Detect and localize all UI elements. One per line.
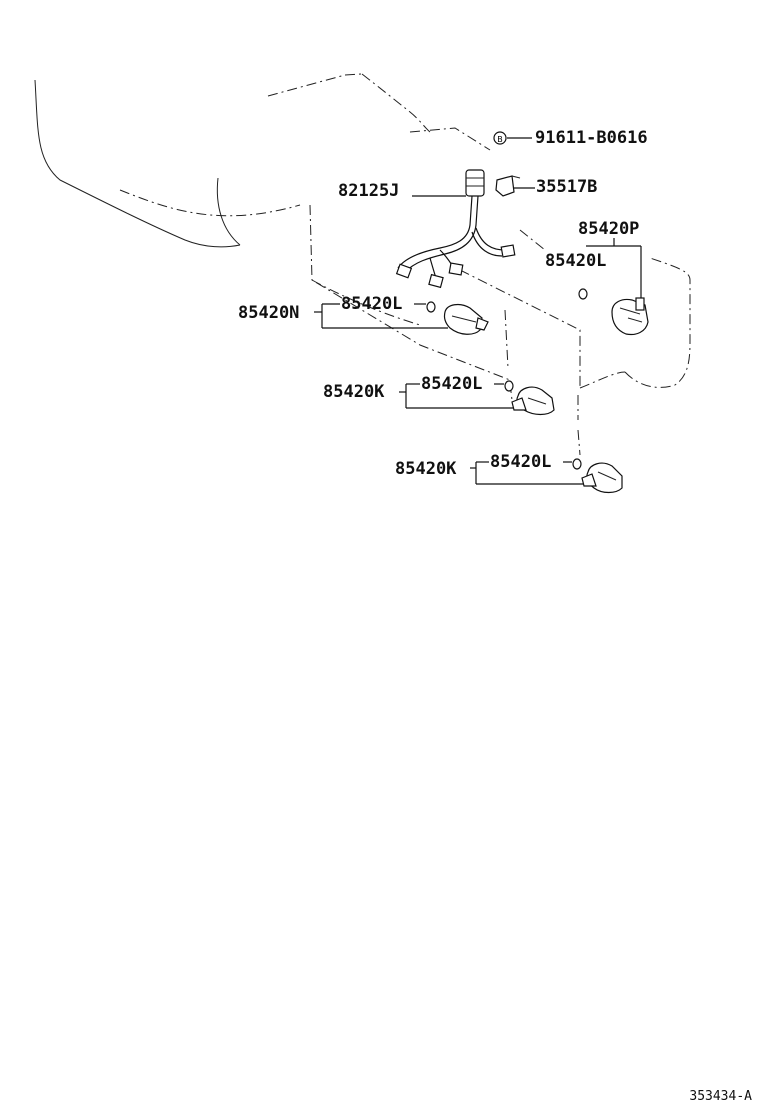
label-retainer-right: 85420L [545, 251, 606, 271]
bolt-marker: B [493, 131, 532, 145]
label-sensor-p: 85420P [578, 219, 639, 239]
label-retainer-k-lower: 85420L [490, 452, 551, 472]
retainer-n [426, 301, 436, 313]
bolt-mark-text: B [497, 135, 503, 144]
sensor-k-upper [511, 386, 555, 416]
bracket [495, 175, 521, 197]
retainer-k-upper [504, 380, 514, 392]
label-retainer-n: 85420L [341, 294, 402, 314]
retainer-right [578, 288, 588, 300]
sensor-n [443, 303, 489, 335]
wire-harness [395, 169, 516, 289]
sensor-p [611, 297, 649, 336]
label-wire-harness: 82125J [338, 181, 399, 201]
label-sensor-k-upper: 85420K [323, 382, 385, 402]
label-bolt: 91611-B0616 [535, 128, 648, 148]
label-bracket: 35517B [536, 177, 597, 197]
retainer-k-lower [572, 458, 582, 470]
figure-id: 353434-A [689, 1089, 752, 1104]
sensor-k-lower [581, 462, 623, 494]
bumper-outline [309, 204, 691, 456]
body-outline [34, 73, 491, 248]
label-retainer-k-upper: 85420L [421, 374, 482, 394]
label-sensor-k-lower: 85420K [395, 459, 457, 479]
label-sensor-n: 85420N [238, 303, 299, 323]
